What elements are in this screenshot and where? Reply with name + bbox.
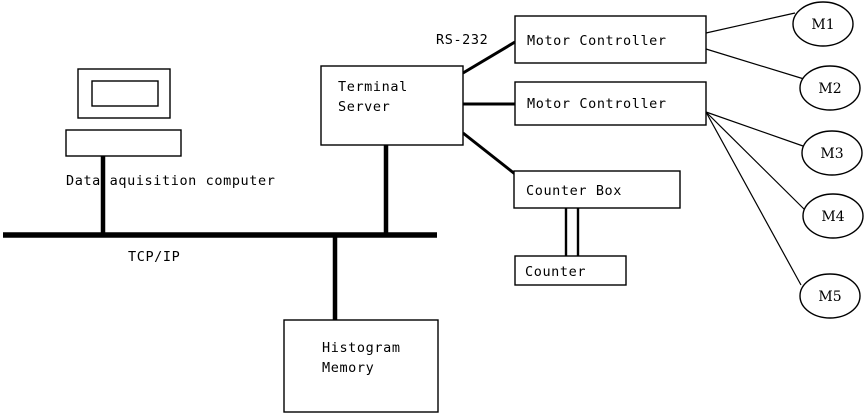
histogram-memory-label-line1: Histogram xyxy=(322,340,401,356)
link-motor-controller-2-to-m5 xyxy=(705,111,802,286)
histogram-memory-box xyxy=(283,319,439,413)
node-motor-m4[interactable]: M4 xyxy=(802,193,864,239)
node-counter[interactable]: Counter xyxy=(514,255,627,286)
node-motor-m3[interactable]: M3 xyxy=(801,130,863,176)
counter-box-label: Counter Box xyxy=(526,183,622,199)
data-acquisition-computer-label: Data aquisition computer xyxy=(66,173,275,189)
link-motor-controller-2-to-m3 xyxy=(705,111,804,147)
motor-controller-1-label: Motor Controller xyxy=(527,33,667,49)
motor-m5-ellipse xyxy=(799,273,861,319)
computer-base-unit xyxy=(65,129,182,157)
motor-controller-2-box xyxy=(514,81,707,126)
motor-m4-ellipse xyxy=(802,193,864,239)
motor-controller-1-box xyxy=(514,15,707,64)
node-motor-controller-1[interactable]: Motor Controller xyxy=(514,15,707,64)
node-motor-m5[interactable]: M5 xyxy=(799,273,861,319)
histogram-memory-label-line2: Memory xyxy=(322,360,374,376)
terminal-server-label-line1: Terminal xyxy=(338,79,408,95)
link-motor-controller-1-to-m2 xyxy=(705,48,805,80)
motor-m3-label: M3 xyxy=(820,146,843,162)
node-data-acquisition-computer[interactable]: Data aquisition computer xyxy=(65,68,275,189)
counter-box-outline xyxy=(514,255,627,286)
motor-m2-label: M2 xyxy=(818,81,841,97)
node-motor-controller-2[interactable]: Motor Controller xyxy=(514,81,707,126)
terminal-server-label-line2: Server xyxy=(338,99,390,115)
node-motor-m2[interactable]: M2 xyxy=(799,65,861,111)
motor-controller-2-label: Motor Controller xyxy=(527,96,667,112)
motor-m2-ellipse xyxy=(799,65,861,111)
computer-screen xyxy=(91,80,159,107)
motor-m5-label: M5 xyxy=(818,289,841,305)
terminal-server-box xyxy=(320,65,464,146)
counter-label: Counter xyxy=(525,264,586,280)
link-terminal-server-to-motor-controller-1 xyxy=(462,40,516,75)
motor-m1-label: M1 xyxy=(811,17,834,33)
motor-m1-ellipse xyxy=(792,1,854,47)
motor-m4-label: M4 xyxy=(821,209,844,225)
link-motor-controller-1-to-m1 xyxy=(705,12,796,34)
counter-box-box xyxy=(513,170,681,209)
node-histogram-memory[interactable]: Histogram Memory xyxy=(283,319,439,413)
tcpip-bus-label: TCP/IP xyxy=(128,249,180,265)
link-motor-controller-2-to-m4 xyxy=(705,111,807,212)
node-motor-m1[interactable]: M1 xyxy=(792,1,854,47)
motor-m3-ellipse xyxy=(801,130,863,176)
node-terminal-server[interactable]: Terminal Server xyxy=(320,65,464,146)
link-terminal-server-to-counter-box xyxy=(462,131,516,176)
rs232-link-label: RS-232 xyxy=(436,32,488,48)
link-layer xyxy=(3,12,807,321)
node-counter-box[interactable]: Counter Box xyxy=(513,170,681,209)
